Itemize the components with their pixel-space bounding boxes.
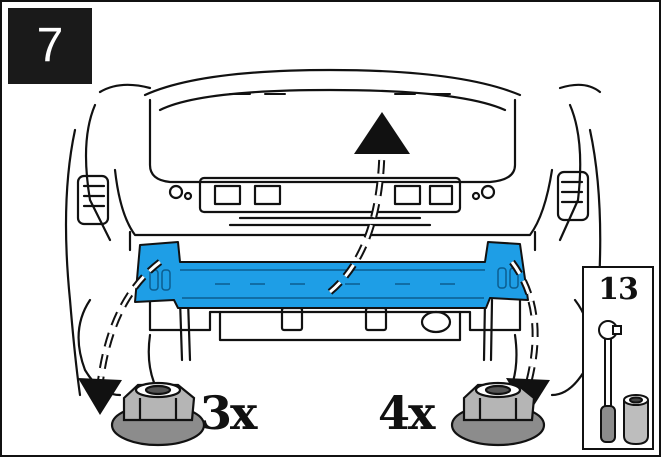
flange-nut-left <box>110 381 206 447</box>
tool-panel: 13 <box>582 266 654 450</box>
step-number: 7 <box>8 8 92 84</box>
arrow-up-icon <box>354 112 410 154</box>
arrow-down-left-icon <box>78 378 122 415</box>
quantity-left-label: 3x <box>200 386 257 440</box>
flange-nut-right <box>450 381 546 447</box>
socket-icon <box>623 394 649 446</box>
socket-size-label: 13 <box>598 272 639 307</box>
quantity-right-label: 4x <box>378 386 435 440</box>
ratchet-wrench-icon <box>598 320 622 443</box>
tool-illustration <box>598 320 649 446</box>
motion-paths <box>96 149 539 386</box>
bumper-beam-highlight <box>134 241 529 309</box>
vehicle-rear-outline <box>64 68 602 397</box>
